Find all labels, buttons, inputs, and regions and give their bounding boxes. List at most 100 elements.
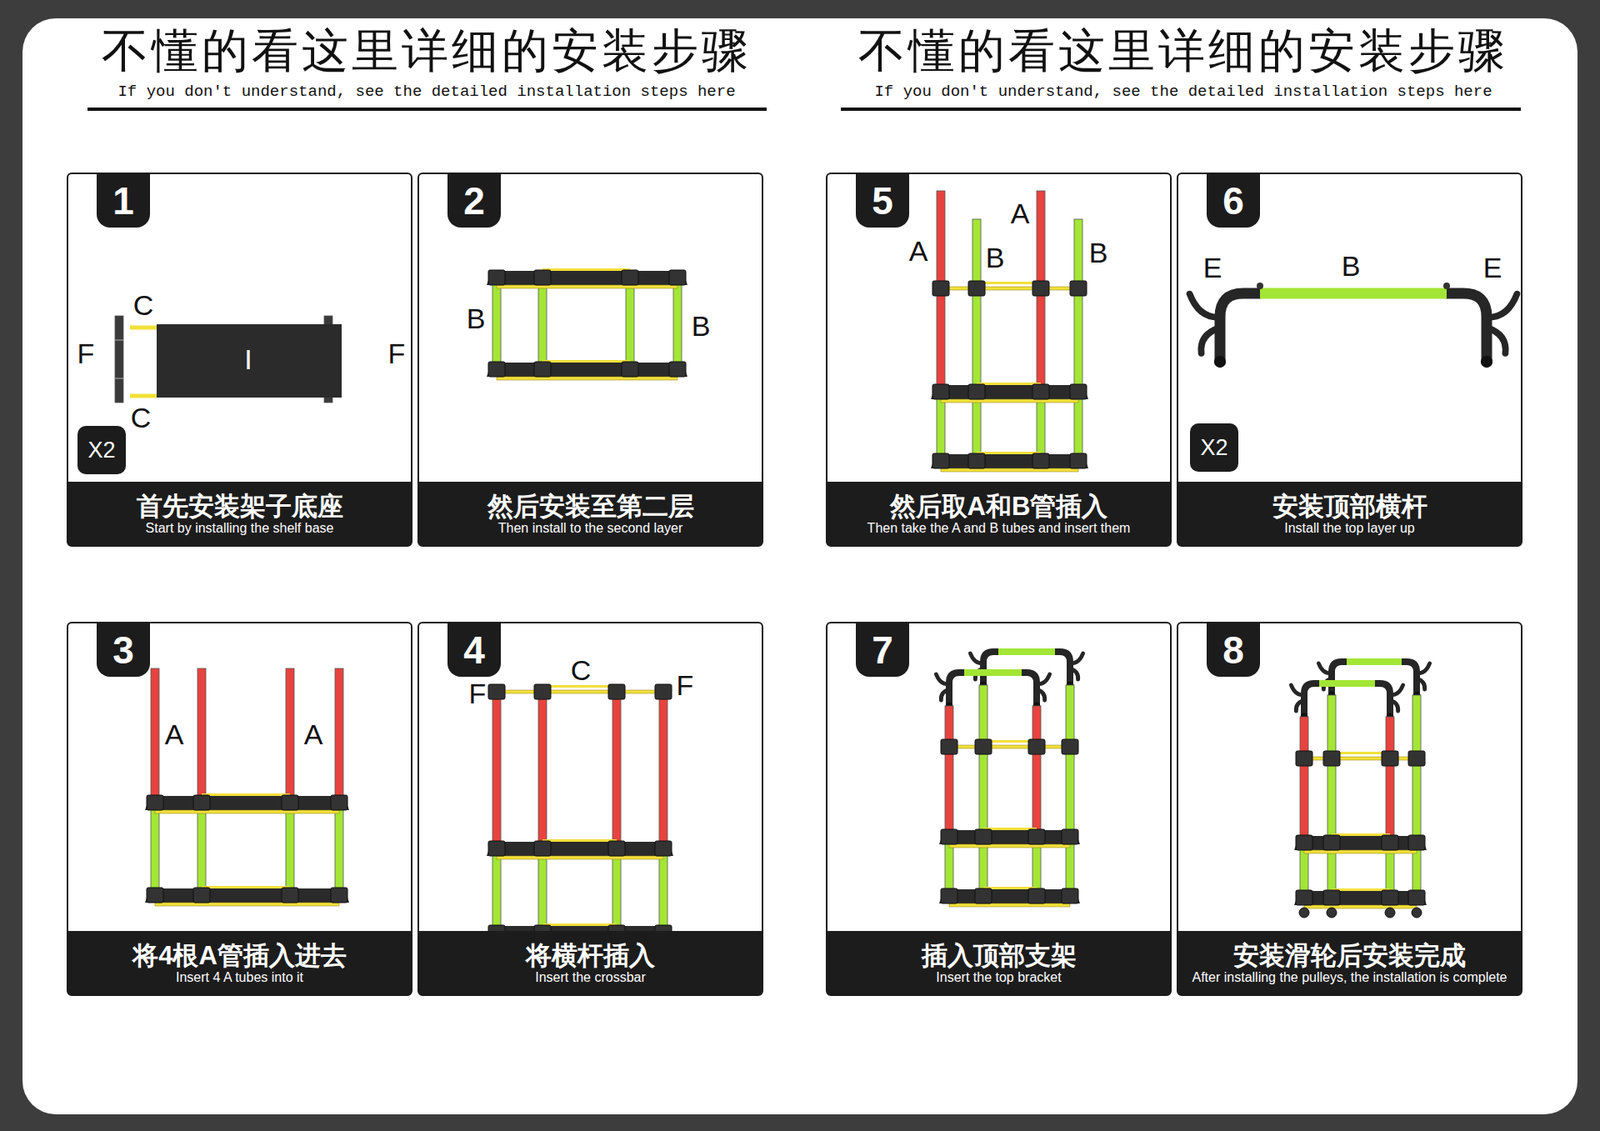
tube-joint — [115, 377, 124, 380]
hook — [1290, 685, 1305, 695]
part-letter: A — [304, 719, 324, 750]
connector-block — [621, 270, 639, 285]
part-letter: B — [466, 303, 486, 335]
connector-block — [669, 270, 686, 285]
header-title: 不懂的看这里详细的安装步骤 — [101, 25, 752, 77]
wheel — [1385, 907, 1395, 918]
panel-art — [935, 651, 1083, 907]
shelf-tray — [939, 830, 1080, 845]
header-rule — [840, 107, 1521, 111]
shelf-tray — [1294, 890, 1427, 905]
tube — [538, 277, 547, 370]
part-letter: A — [909, 235, 929, 267]
connector-block — [1323, 750, 1340, 766]
part-letter: E — [1203, 252, 1223, 284]
back-rod — [542, 360, 630, 363]
step-badge: 8 — [1206, 623, 1260, 677]
tube — [625, 277, 635, 370]
caption-chinese: 首先安装架子底座 — [136, 492, 344, 521]
panel-frame — [1177, 622, 1522, 995]
connector-block — [1070, 384, 1087, 400]
connector-block — [281, 887, 299, 903]
part-letter: F — [676, 670, 695, 701]
part-letter: B — [985, 242, 1005, 274]
shelf-tray — [1294, 835, 1427, 850]
wheel — [1411, 907, 1422, 918]
connector-block — [534, 684, 551, 700]
connector-block — [1028, 888, 1045, 904]
bracket-elbow — [1055, 651, 1070, 685]
front-rod — [940, 399, 1079, 403]
tube — [659, 691, 668, 849]
hook — [1070, 668, 1079, 680]
step-number: 5 — [871, 181, 894, 220]
wheel — [1299, 907, 1310, 918]
bracket-elbow — [1021, 672, 1037, 706]
connector-block — [968, 453, 985, 469]
quantity-text: X2 — [87, 439, 115, 462]
tube-end — [1480, 355, 1493, 368]
shelf-tray — [939, 889, 1080, 904]
connector-block — [608, 840, 625, 856]
hook — [1486, 294, 1517, 318]
header-subtitle: If you don't understand, see the detaile… — [874, 83, 1492, 101]
connector-block — [608, 684, 625, 700]
part-letter: F — [469, 678, 487, 710]
tube — [150, 802, 160, 895]
hook — [1200, 327, 1220, 354]
front-rod — [1304, 850, 1417, 854]
shelf-tray — [145, 795, 350, 810]
front-rod — [496, 855, 664, 860]
caption-band: 安装滑轮后安装完成After installing the pulleys, t… — [1177, 930, 1522, 995]
tube — [335, 802, 344, 895]
front-rod — [949, 903, 1070, 907]
step-number: 1 — [112, 181, 135, 220]
part-letter: I — [244, 344, 252, 375]
shelf-tray — [486, 362, 688, 377]
connector-block — [1028, 829, 1045, 845]
connector-block — [968, 280, 985, 296]
caption-chinese: 安装顶部横杆 — [1272, 492, 1428, 521]
step-badge: 2 — [447, 174, 501, 228]
top-bar — [964, 669, 1022, 676]
crossbar — [1304, 756, 1417, 760]
hook — [1190, 294, 1220, 318]
connector-block — [655, 684, 672, 700]
top-bar — [1346, 658, 1402, 665]
tube — [492, 277, 501, 370]
front-rod — [949, 844, 1070, 848]
tube-joint — [115, 339, 124, 341]
caption-chinese: 插入顶部支架 — [921, 941, 1077, 970]
back-rod — [542, 268, 630, 271]
top-bar — [1260, 288, 1447, 300]
bracket-elbow — [1375, 683, 1390, 717]
connector-block — [1381, 750, 1399, 766]
connector-block — [669, 361, 686, 377]
step-number: 3 — [112, 630, 135, 670]
tube — [1074, 219, 1083, 392]
part-letter: C — [570, 655, 592, 686]
hook — [1036, 689, 1045, 700]
front-rod — [940, 468, 1079, 472]
header-title: 不懂的看这里详细的安装步骤 — [858, 25, 1509, 77]
connector-block — [330, 887, 348, 903]
step-badge: 3 — [96, 623, 150, 677]
panel-frame — [826, 622, 1171, 995]
tube — [1327, 695, 1336, 843]
caption-chinese: 然后安装至第二层 — [487, 492, 695, 521]
bracket-elbow — [1446, 293, 1487, 362]
connector-block — [1295, 750, 1313, 766]
step-number: 4 — [463, 630, 485, 670]
crossbar — [496, 690, 664, 694]
connector-block — [1061, 739, 1079, 755]
hook — [1486, 327, 1506, 354]
crossbar — [940, 286, 1079, 290]
part-letter: C — [130, 402, 152, 434]
step-badge: 4 — [447, 623, 501, 677]
caption-chinese: 然后取A和B管插入 — [890, 492, 1109, 521]
connector-block — [1070, 453, 1087, 469]
shelf-board — [156, 324, 342, 398]
tube — [1300, 716, 1309, 843]
quantity-text: X2 — [1200, 436, 1228, 460]
back-rod — [201, 793, 290, 796]
